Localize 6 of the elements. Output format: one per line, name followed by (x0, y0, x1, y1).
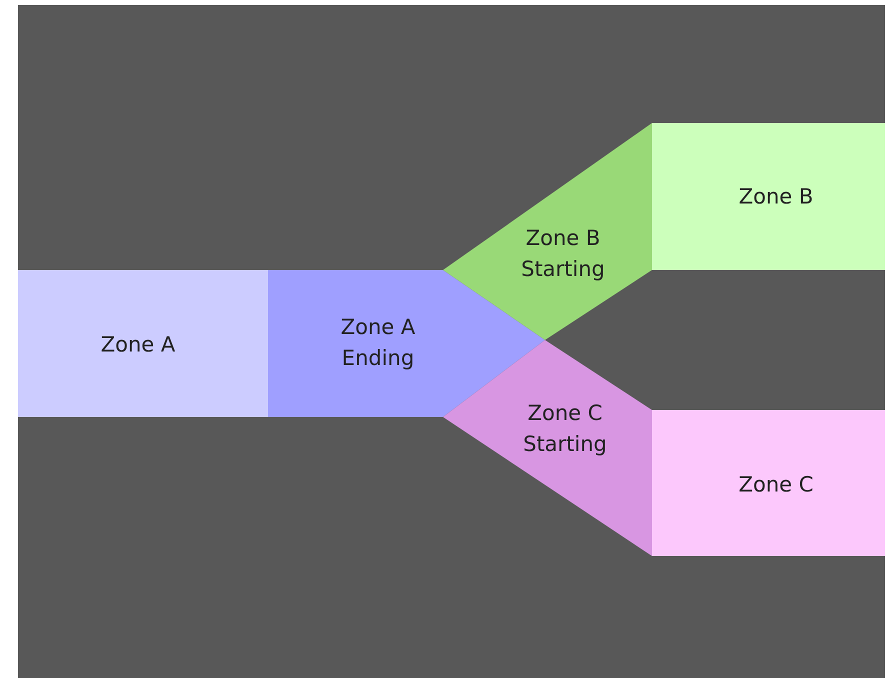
zone-label: Zone B Starting (520, 225, 606, 283)
zone-label: Zone A Ending (340, 314, 416, 372)
zone-label: Zone B (738, 184, 814, 210)
zone-label: Zone A (100, 332, 176, 358)
zone-label: Zone C (738, 472, 814, 498)
zone-label: Zone C Starting (522, 400, 608, 458)
